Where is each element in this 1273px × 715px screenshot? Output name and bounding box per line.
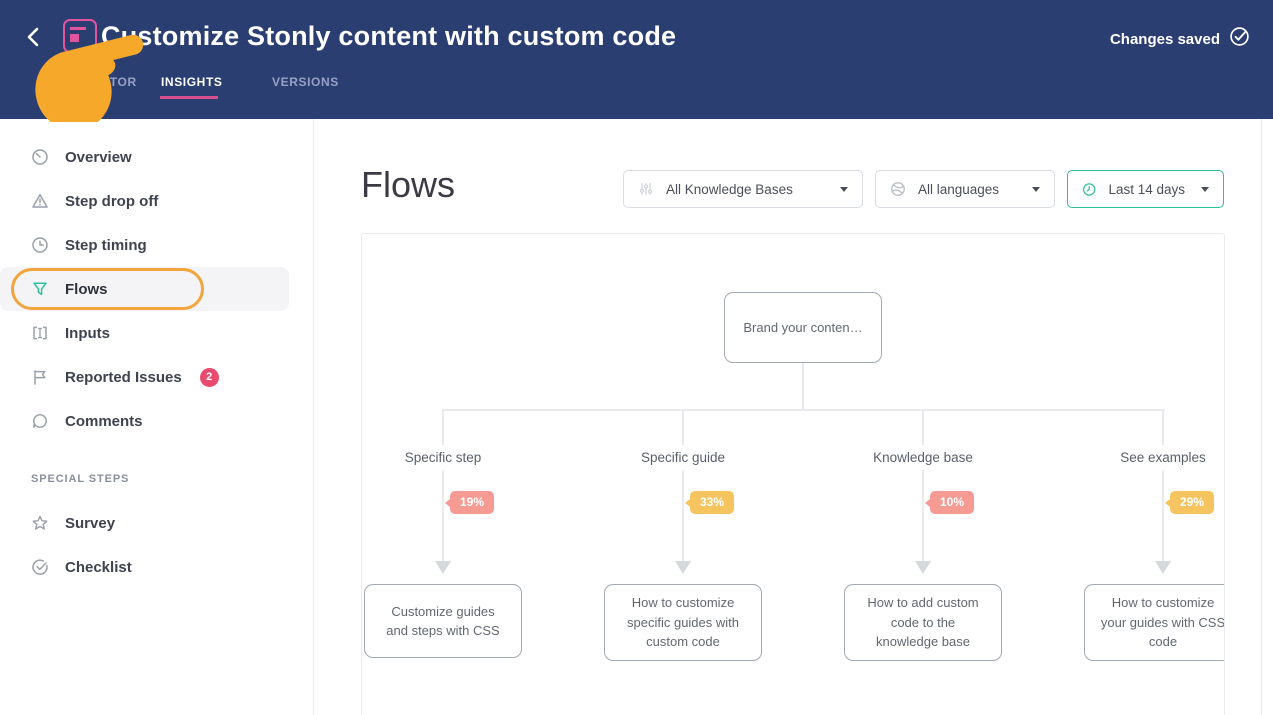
sidebar-item-label: Inputs bbox=[65, 324, 110, 342]
comment-icon bbox=[33, 414, 47, 428]
sidebar-item-reported-issues[interactable]: Reported Issues 2 bbox=[0, 355, 289, 399]
tab-versions[interactable]: VERSIONS bbox=[272, 75, 339, 89]
connector-line bbox=[442, 409, 444, 562]
knowledge-base-filter[interactable]: All Knowledge Bases bbox=[623, 170, 863, 208]
connector-line bbox=[443, 409, 1165, 411]
issues-count-badge: 2 bbox=[199, 367, 219, 387]
connector-line bbox=[802, 363, 804, 409]
percent-badge: 19% bbox=[444, 491, 495, 514]
arrow-down-icon bbox=[1155, 561, 1171, 574]
percent-badge: 10% bbox=[924, 491, 975, 514]
language-filter[interactable]: All languages bbox=[875, 170, 1055, 208]
flow-target-node[interactable]: Customize guides and steps with CSS bbox=[364, 584, 522, 658]
branch-label: Knowledge base bbox=[863, 445, 983, 470]
sidebar-item-step-timing[interactable]: Step timing bbox=[0, 223, 289, 267]
flows-diagram-panel: Brand your conten… Specific step 19% Cus… bbox=[361, 233, 1225, 715]
flows-heading: Flows bbox=[361, 164, 456, 205]
sidebar-item-label: Reported Issues bbox=[65, 368, 182, 386]
branch-label: See examples bbox=[1110, 445, 1216, 470]
sidebar-item-label: Survey bbox=[65, 514, 116, 532]
flow-target-node[interactable]: How to add custom code to the knowledge … bbox=[844, 584, 1002, 661]
connector-line bbox=[1162, 409, 1164, 562]
arrow-down-icon bbox=[435, 561, 451, 574]
gauge-icon bbox=[32, 149, 48, 165]
chevron-down-icon bbox=[1032, 186, 1040, 192]
knowledge-base-filter-value: All Knowledge Bases bbox=[666, 181, 793, 197]
arrow-down-icon bbox=[675, 561, 691, 574]
check-circle-icon bbox=[32, 559, 48, 575]
branch-label: Specific step bbox=[394, 445, 492, 470]
history-clock-icon bbox=[1083, 182, 1096, 196]
date-range-filter-value: Last 14 days bbox=[1108, 181, 1185, 197]
sidebar-item-step-drop-off[interactable]: Step drop off bbox=[0, 179, 289, 223]
warning-icon bbox=[32, 193, 48, 208]
chevron-down-icon bbox=[840, 186, 848, 192]
sidebar-item-overview[interactable]: Overview bbox=[0, 135, 289, 179]
connector-line bbox=[682, 409, 684, 562]
sliders-icon bbox=[639, 183, 653, 195]
guide-icon bbox=[63, 19, 97, 53]
flow-target-node[interactable]: How to customize specific guides with cu… bbox=[604, 584, 762, 661]
sidebar-item-label: Overview bbox=[65, 148, 132, 166]
arrow-down-icon bbox=[915, 561, 931, 574]
check-circle-icon bbox=[1229, 26, 1250, 52]
language-filter-value: All languages bbox=[918, 181, 1000, 197]
back-icon[interactable] bbox=[22, 25, 46, 49]
percent-badge: 29% bbox=[1164, 491, 1215, 514]
sidebar-section-special-steps: SPECIAL STEPS bbox=[31, 473, 130, 485]
sidebar-item-label: Checklist bbox=[65, 558, 132, 576]
chevron-down-icon bbox=[1201, 186, 1209, 192]
funnel-icon bbox=[33, 282, 47, 296]
flag-icon bbox=[34, 370, 46, 385]
scrollbar-track-line bbox=[1261, 119, 1262, 715]
active-tab-underline bbox=[160, 96, 218, 99]
sidebar-item-label: Flows bbox=[65, 280, 108, 298]
branch-label: Specific guide bbox=[630, 445, 736, 470]
flow-root-node[interactable]: Brand your conten… bbox=[724, 292, 882, 363]
tab-insights[interactable]: INSIGHTS bbox=[161, 75, 223, 89]
page-title: Customize Stonly content with custom cod… bbox=[101, 21, 677, 51]
sidebar-item-comments[interactable]: Comments bbox=[0, 399, 289, 443]
sidebar-item-inputs[interactable]: Inputs bbox=[0, 311, 289, 355]
clock-icon bbox=[32, 237, 48, 253]
sidebar-item-checklist[interactable]: Checklist bbox=[0, 545, 289, 589]
globe-icon bbox=[891, 182, 905, 196]
insights-sidebar: Overview Step drop off Step timing Flows… bbox=[0, 119, 314, 715]
star-icon bbox=[32, 515, 48, 530]
sidebar-item-label: Step timing bbox=[65, 236, 147, 254]
percent-badge: 33% bbox=[684, 491, 735, 514]
save-status-label: Changes saved bbox=[1109, 30, 1220, 48]
sidebar-item-flows[interactable]: Flows bbox=[0, 267, 289, 311]
flow-target-node[interactable]: How to customize your guides with CSS co… bbox=[1084, 584, 1224, 661]
tab-editor[interactable]: EDITOR bbox=[88, 75, 137, 89]
sidebar-item-label: Step drop off bbox=[65, 192, 159, 210]
connector-line bbox=[922, 409, 924, 562]
date-range-filter[interactable]: Last 14 days bbox=[1067, 170, 1224, 208]
sidebar-item-survey[interactable]: Survey bbox=[0, 501, 289, 545]
sidebar-item-label: Comments bbox=[65, 412, 143, 430]
top-header: Customize Stonly content with custom cod… bbox=[0, 0, 1273, 119]
input-brackets-icon bbox=[33, 326, 47, 340]
save-status: Changes saved bbox=[1110, 26, 1250, 52]
